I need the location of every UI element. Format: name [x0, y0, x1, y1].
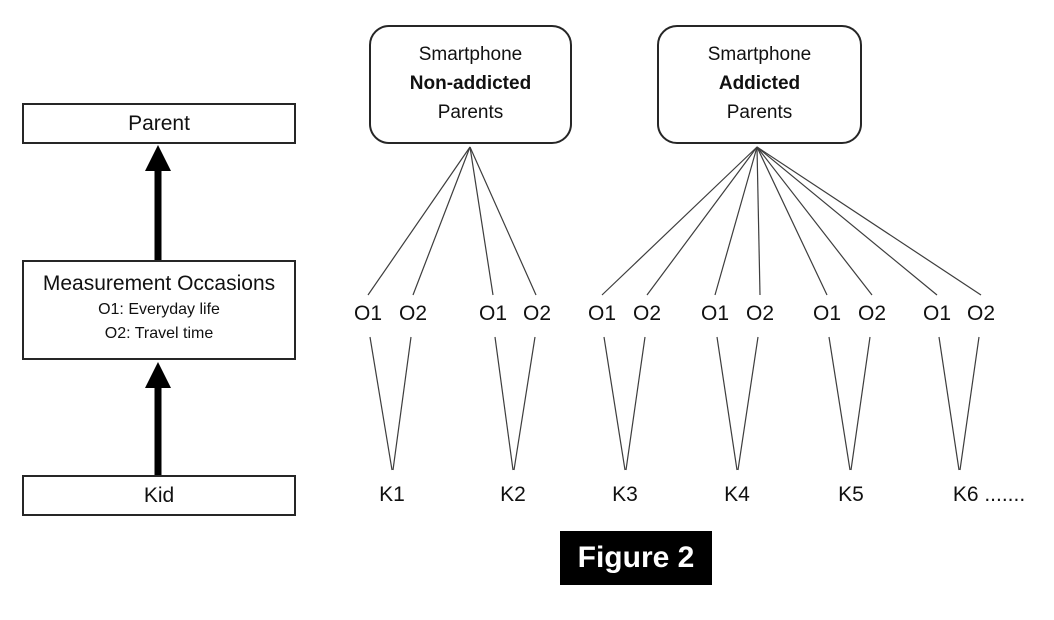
measurement-occasions-box: Measurement Occasions O1: Everyday life … [22, 260, 296, 360]
kid-connector-lines [369, 336, 980, 471]
occasion-label-k2-o2: O2 [522, 302, 552, 325]
measurement-o2-description: O2: Travel time [104, 325, 214, 342]
group-a-line-2: Non-addicted [409, 73, 532, 94]
occasion-label-k4-o1: O1 [700, 302, 730, 325]
fan-lines-addicted [601, 146, 982, 296]
parent-box-label: Parent [128, 112, 190, 135]
measurement-box-title: Measurement Occasions [42, 272, 276, 295]
group-b-line-2: Addicted [718, 73, 801, 94]
occasion-label-k4-o2: O2 [745, 302, 775, 325]
measurement-o1-description: O1: Everyday life [98, 301, 220, 318]
group-box-addicted-parents: Smartphone Addicted Parents [657, 25, 862, 144]
group-b-line-3: Parents [726, 102, 793, 123]
kid-label-k3: K3 [612, 483, 638, 506]
kid-box-label: Kid [143, 484, 175, 507]
group-b-line-1: Smartphone [707, 44, 812, 65]
parent-box: Parent [22, 103, 296, 144]
occasion-label-k1-o2: O2 [398, 302, 428, 325]
group-a-line-3: Parents [437, 102, 504, 123]
kid-label-k4: K4 [724, 483, 750, 506]
occasion-label-k2-o1: O1 [478, 302, 508, 325]
kid-box: Kid [22, 475, 296, 516]
kid-label-k2: K2 [500, 483, 526, 506]
occasion-label-k5-o2: O2 [857, 302, 887, 325]
kid-label-k6: K6 ....... [952, 483, 1026, 506]
group-box-non-addicted-parents: Smartphone Non-addicted Parents [369, 25, 572, 144]
kid-label-k1: K1 [379, 483, 405, 506]
up-arrow-kid-to-measurement [145, 362, 171, 476]
figure-caption: Figure 2 [560, 531, 712, 585]
occasion-label-k3-o2: O2 [632, 302, 662, 325]
up-arrow-measurement-to-parent [145, 145, 171, 261]
occasion-label-k6-o1: O1 [922, 302, 952, 325]
occasion-label-k6-o2: O2 [966, 302, 996, 325]
occasion-label-k1-o1: O1 [353, 302, 383, 325]
fan-lines-non-addicted [367, 146, 537, 296]
occasion-label-k3-o1: O1 [587, 302, 617, 325]
group-a-line-1: Smartphone [418, 44, 523, 65]
occasion-label-k5-o1: O1 [812, 302, 842, 325]
kid-label-k5: K5 [838, 483, 864, 506]
